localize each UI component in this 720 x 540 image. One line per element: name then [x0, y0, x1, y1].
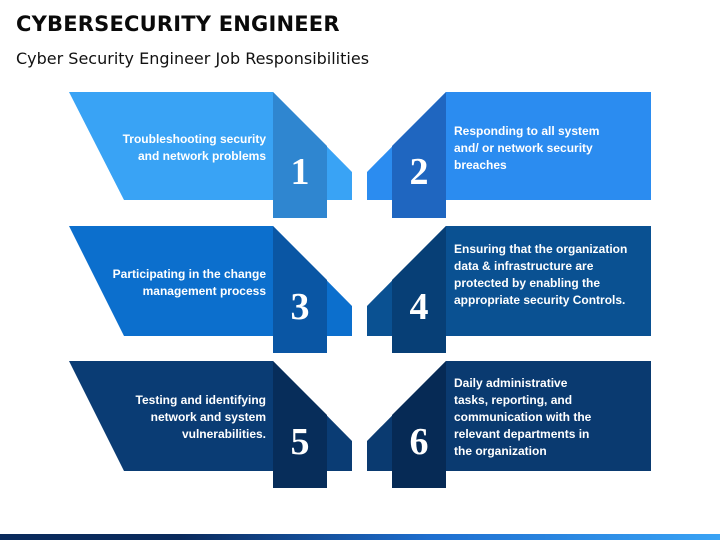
page-title: CYBERSECURITY ENGINEER	[16, 12, 340, 36]
card-1-tab	[273, 92, 327, 218]
card-2-text: Responding to all system and/ or network…	[454, 124, 600, 172]
card-6-tab	[392, 361, 446, 488]
card-6-text: Daily administrative tasks, reporting, a…	[454, 376, 592, 458]
card-2-number: 2	[409, 151, 429, 193]
card-1-number: 1	[290, 151, 310, 193]
card-6-number: 6	[409, 421, 429, 463]
card-3-text: Participating in the change management p…	[112, 267, 266, 298]
card-4-number: 4	[409, 286, 429, 328]
page-subtitle: Cyber Security Engineer Job Responsibili…	[16, 49, 370, 68]
card-1-text: Troubleshooting security and network pro…	[122, 132, 266, 163]
card-2-tab	[392, 92, 446, 218]
card-5-text: Testing and identifying network and syst…	[135, 393, 266, 441]
card-4-tab	[392, 226, 446, 353]
bottom-accent-bar	[0, 534, 720, 540]
card-4-text: Ensuring that the organization data & in…	[454, 242, 628, 307]
card-5-tab	[273, 361, 327, 488]
card-3-number: 3	[290, 286, 310, 328]
card-5-number: 5	[290, 421, 310, 463]
card-3-tab	[273, 226, 327, 353]
